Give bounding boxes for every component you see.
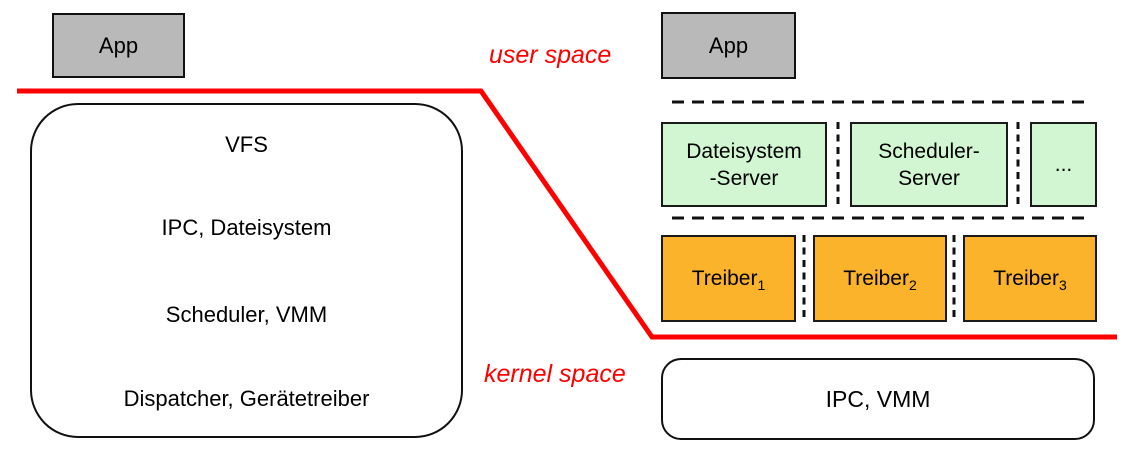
driver-box-2: Treiber2 [813, 235, 947, 322]
server-label-line1: Scheduler- [878, 139, 980, 163]
server-box-dateisystem: Dateisystem -Server [661, 122, 827, 207]
server-label-line2: -Server [709, 166, 779, 190]
right-app-box: App [661, 12, 796, 79]
driver-label-base: Treiber [691, 266, 758, 290]
monolithic-kernel-box: VFS IPC, Dateisystem Scheduler, VMM Disp… [30, 103, 463, 438]
server-label-line1: ... [1054, 153, 1073, 176]
driver-label-subscript: 1 [757, 276, 766, 293]
microkernel-label: IPC, VMM [825, 385, 931, 412]
driver-label-subscript: 2 [908, 276, 917, 293]
mono-section-vfs: VFS [225, 132, 268, 157]
mono-section-ipc-dateisystem: IPC, Dateisystem [161, 215, 332, 240]
driver-label-base: Treiber [843, 266, 909, 290]
server-label-line2: Server [898, 166, 960, 190]
driver-box-1: Treiber1 [661, 235, 796, 322]
left-app-label: App [98, 32, 139, 58]
user-space-label: user space [489, 41, 612, 69]
driver-label-subscript: 3 [1058, 276, 1067, 293]
kernel-space-label: kernel space [484, 360, 626, 388]
driver-label-base: Treiber [993, 266, 1059, 290]
driver-box-3: Treiber3 [963, 235, 1097, 322]
driver-label: Treiber2 [843, 266, 917, 293]
driver-label: Treiber1 [691, 266, 766, 293]
microkernel-box: IPC, VMM [661, 358, 1095, 440]
driver-label: Treiber3 [993, 266, 1067, 293]
server-box-scheduler: Scheduler- Server [850, 122, 1008, 207]
mono-section-dispatcher-geraetetreiber: Dispatcher, Gerätetreiber [123, 386, 370, 411]
server-label-line1: Dateisystem [686, 139, 802, 163]
left-app-box: App [52, 13, 185, 78]
server-box-ellipsis: ... [1030, 122, 1097, 207]
mono-section-scheduler-vmm: Scheduler, VMM [165, 301, 328, 327]
right-app-label: App [708, 32, 749, 58]
